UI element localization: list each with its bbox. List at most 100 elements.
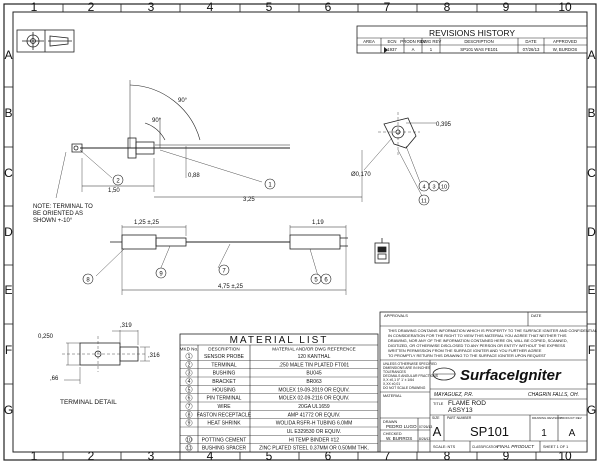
revisions-title: REVISIONS HISTORY <box>429 28 515 38</box>
balloon-1: 1 <box>268 183 272 189</box>
rev-ecn: 1937 <box>387 47 397 52</box>
material-row-reference: HI TEMP BINDER #12 <box>289 437 339 443</box>
zone-col-4: 4 <box>207 0 214 14</box>
tb-title-label: TITLE <box>433 402 444 406</box>
material-row-balloon <box>185 402 193 410</box>
material-row-mark: 1 <box>188 354 191 360</box>
tol-line-5: X,X ±0,1 0° 1' ± 1/64 <box>383 378 414 382</box>
ml-header-mkd: MKD No. <box>180 347 199 352</box>
zone-row-d: D <box>4 225 13 239</box>
notice-line-4: DIGITIZED, OR OTHERWISE DISCLOSED TO ANY… <box>388 343 566 348</box>
dim-0-88: 0,88 <box>188 173 200 179</box>
flame-rod-side-view <box>55 80 363 202</box>
balloon-5: 5 <box>314 278 318 284</box>
zone-col-4-bottom: 4 <box>207 449 214 463</box>
zone-col-2: 2 <box>88 0 95 14</box>
zone-row-d-right: D <box>587 225 596 239</box>
tb-material: MATERIAL <box>383 394 402 398</box>
tol-line-4: DECIMALS ANGULAR FRACTIONS <box>383 374 439 378</box>
material-row-description: PIN TERMINAL <box>207 396 242 402</box>
rev-header-area: AREA <box>363 39 375 44</box>
notice-line-5: WRITTEN PERMISSION FROM THE SURFACE IGNI… <box>388 348 542 353</box>
material-row-description: WIRE <box>217 404 231 410</box>
balloon-6: 6 <box>324 278 328 284</box>
material-row-balloon <box>185 361 193 368</box>
material-row-mark: 9 <box>188 421 191 427</box>
tb-size: A <box>433 424 442 439</box>
material-row-balloon <box>185 352 193 360</box>
tb-notice: THIS DRAWING CONTAINS INFORMATION WHICH … <box>388 328 598 358</box>
dim-wire-b: 1,19 <box>312 220 324 226</box>
dim-1-50: 1,50 <box>108 188 120 194</box>
zone-col-6-bottom: 6 <box>325 449 332 463</box>
location-left: MAYAGUEZ, P.R. <box>434 392 473 398</box>
tb-part-number: SP101 <box>470 424 509 439</box>
harness-dimensions: 1,25 ±,25 1,19 4,75 ±,25 <box>134 220 324 290</box>
column-ticks <box>62 4 537 460</box>
dim-0-395: 0,395 <box>436 122 452 128</box>
tb-class-label: CLASSIFICATION <box>472 445 499 449</box>
zone-col-5-bottom: 5 <box>266 449 273 463</box>
zone-row-f: F <box>5 343 12 357</box>
material-row-description: SENSOR PROBE <box>204 354 245 360</box>
balloon-9: 9 <box>159 272 163 278</box>
material-row-description: POTTING CEMENT <box>202 437 247 443</box>
zone-col-1: 1 <box>31 0 38 14</box>
material-list-table: MATERIAL LIST MKD No. DESCRIPTION MATERI… <box>179 333 379 453</box>
housing-shape <box>289 234 341 250</box>
tb-title-line-2: ASSY13 <box>448 407 473 414</box>
tb-drawn-name: PEDRO LUGO <box>386 424 417 429</box>
note-line-2: BE ORIENTED AS <box>33 211 83 217</box>
zone-col-9: 9 <box>503 0 510 14</box>
company-logo: SurfaceIgniter <box>432 367 562 384</box>
rev-header-description: DESCRIPTION <box>464 39 493 44</box>
revisions-history-table: REVISIONS HISTORY AREA ECN PRODN REV DWG… <box>356 25 588 54</box>
tb-size-label: SIZE <box>432 416 440 420</box>
note-line-3: SHOWN +-10° <box>33 218 73 224</box>
rev-description: SP101 WAS FE101 <box>460 47 498 52</box>
balloon-8: 8 <box>86 278 90 284</box>
zone-col-8-bottom: 8 <box>444 449 451 463</box>
balloon-2: 2 <box>116 179 120 185</box>
balloon-11: 11 <box>421 199 427 205</box>
material-row-description: HEAT SHRINK <box>207 421 241 427</box>
note-line-1: NOTE: TERMINAL TO <box>33 204 93 210</box>
company-name: SurfaceIgniter <box>460 367 562 384</box>
tb-drawn-date: 07/26/13 <box>419 425 432 429</box>
tb-approvals: APPROVALS <box>384 313 408 318</box>
ml-header-ref: MATERIAL AND/OR DWG REFERENCE <box>272 347 355 352</box>
bracket-dimensions: 0,395 Ø0,170 <box>351 122 452 178</box>
tb-drawing-rev: 1 <box>541 428 547 439</box>
material-row-reference: 120 KANTHAL <box>298 354 331 360</box>
tb-scale: SCALE: NTS <box>433 445 456 449</box>
tb-sheet: SHEET 1 OF 1 <box>543 445 568 449</box>
rev-header-dwg: DWG REV <box>421 39 442 44</box>
material-row-mark: 3 <box>188 371 191 377</box>
projection-symbol <box>16 29 75 53</box>
connector-end-view <box>374 238 390 264</box>
tb-checked-label: CHECKED <box>383 432 402 436</box>
material-row-balloon <box>185 369 193 377</box>
faston-receptacle-shape <box>121 234 157 250</box>
zone-col-6: 6 <box>325 0 332 14</box>
material-row-reference: AMP 41772 OR EQUIV. <box>288 412 341 418</box>
balloon-group-harness: 8 9 7 5 6 <box>82 264 332 285</box>
location-right: CHAGRIN FALLS, OH. <box>528 392 579 398</box>
material-row-reference: .250 MALE TIN PLATED FT001 <box>279 362 350 368</box>
material-row-balloon <box>185 444 193 452</box>
material-row-description: TERMINAL <box>211 362 237 368</box>
title-block: APPROVALS DATE THIS DRAWING CONTAINS INF… <box>379 311 598 453</box>
material-row-reference: MOLEX 02-09-2116 OR EQUIV. <box>279 396 350 402</box>
zone-col-8: 8 <box>444 0 451 14</box>
tol-line-1: UNLESS OTHERWISE SPECIFIED <box>383 362 437 366</box>
zone-row-g-right: G <box>587 403 596 417</box>
dim-hole-dia: Ø0,170 <box>351 172 371 178</box>
terminal-detail-dimensions: ,319 0,250 ,316 ,66 TERMINAL DETAIL <box>38 323 160 406</box>
notice-line-3: DRAWING, NOR ANY OF THE INFORMATION CONT… <box>388 338 568 343</box>
balloon-group-bracket: 4 3 10 11 <box>418 180 450 206</box>
zone-row-b: B <box>4 106 12 120</box>
zone-col-3: 3 <box>148 0 155 14</box>
material-row-reference: ZINC PLATED STEEL 0.37MM OR 0.50MM THK. <box>259 446 369 452</box>
